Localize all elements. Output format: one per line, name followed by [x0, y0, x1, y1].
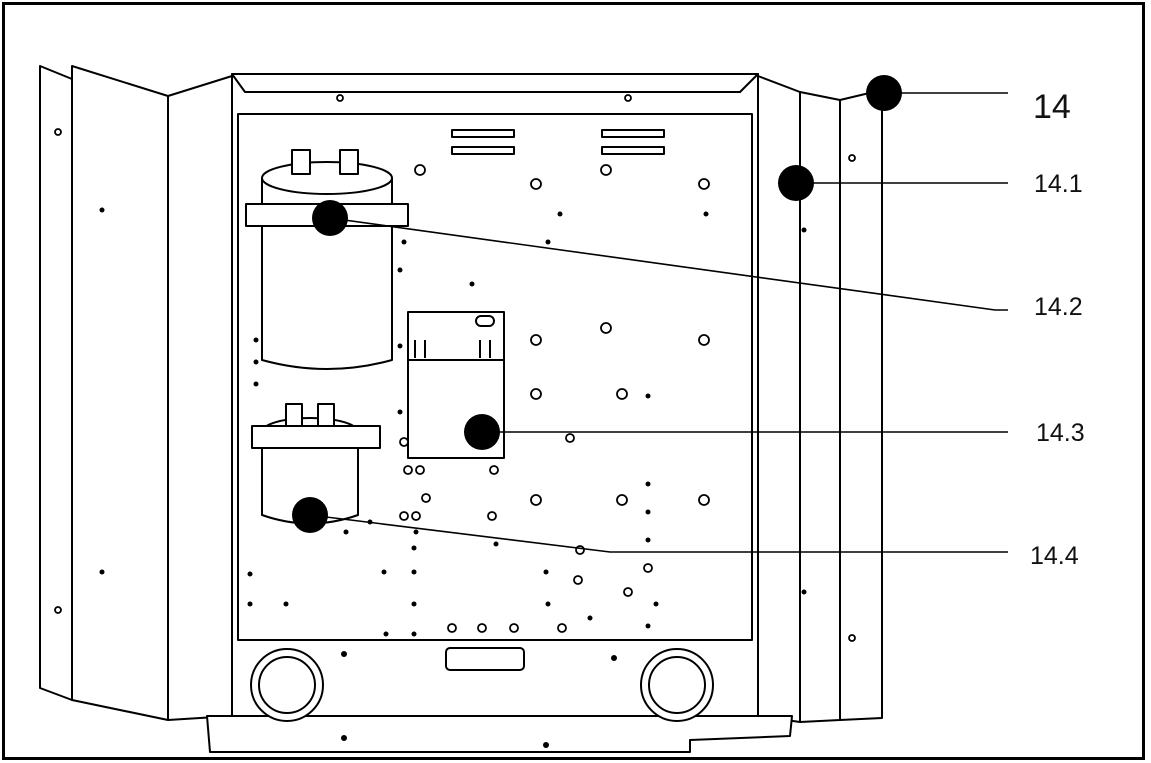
leader-line-14-2 [329, 217, 1008, 311]
right-door-panel [839, 89, 883, 721]
callout-marker-14 [866, 75, 902, 111]
callout-label-14-4: 14.4 [1030, 542, 1079, 570]
callout-marker-14-2 [312, 200, 348, 236]
left-door-flange [71, 65, 169, 721]
callout-marker-14-4 [292, 497, 328, 533]
bottom-cover [206, 715, 793, 753]
left-door-panel [39, 65, 73, 701]
callout-marker-14-1 [778, 165, 814, 201]
callout-label-14-1: 14.1 [1034, 170, 1083, 198]
callout-label-14-2: 14.2 [1034, 293, 1083, 321]
callout-marker-14-3 [464, 414, 500, 450]
callout-label-14: 14 [1033, 88, 1071, 126]
callout-label-14-3: 14.3 [1036, 419, 1085, 447]
leader-line-14-4 [309, 514, 1008, 553]
